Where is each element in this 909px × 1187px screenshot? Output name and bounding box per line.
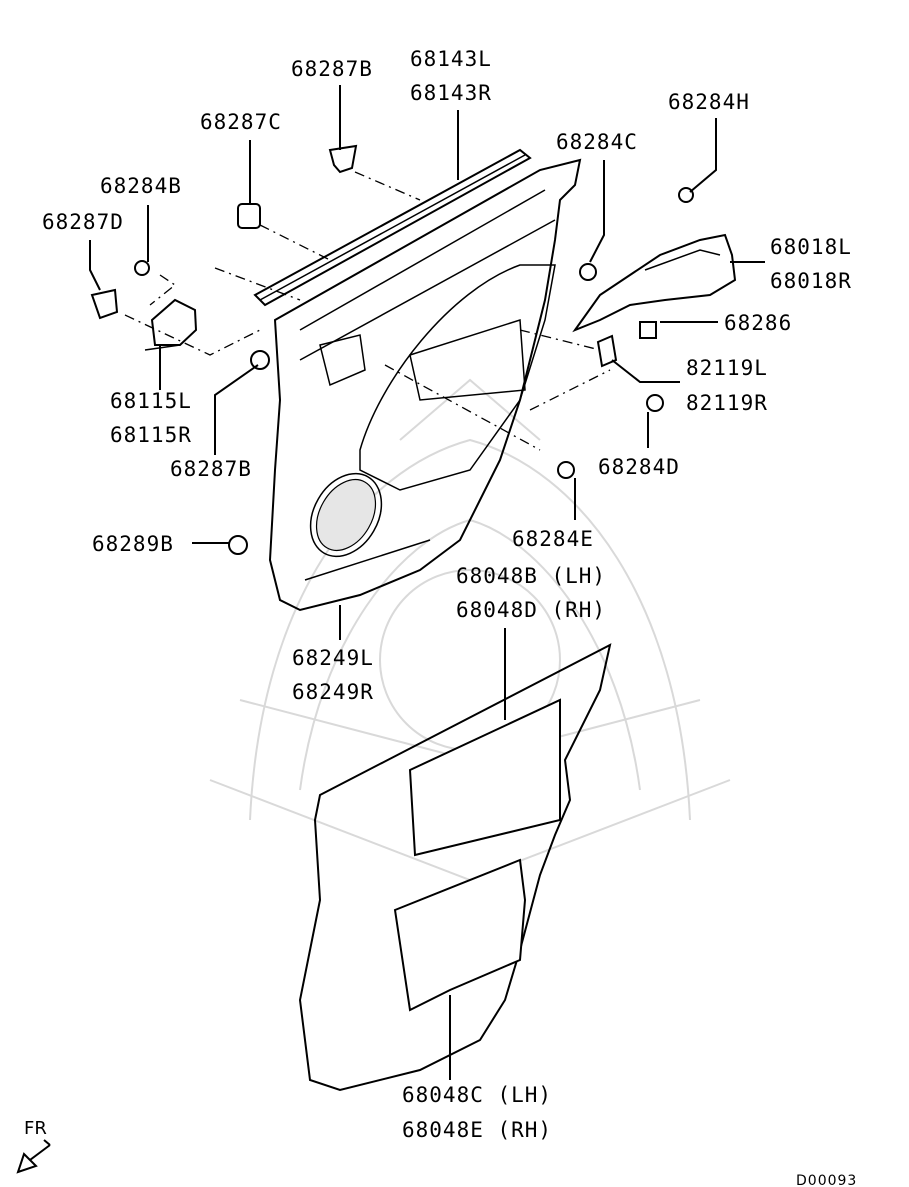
door-inner-sheet <box>298 643 612 1092</box>
label-68249R: 68249R <box>292 680 374 704</box>
front-direction-indicator: FR <box>16 1118 51 1174</box>
label-68284E: 68284E <box>512 527 594 551</box>
front-arrow-icon <box>16 1139 51 1174</box>
part-number-labels: 68143L 68143R 68287B 68287C 68284H 68284… <box>42 47 852 1142</box>
label-82119R: 82119R <box>686 391 768 415</box>
label-68287B-bottom: 68287B <box>170 457 252 481</box>
assembly-centerlines <box>124 171 611 451</box>
label-68284H: 68284H <box>668 90 750 114</box>
leader-lines <box>89 85 765 1080</box>
label-68287C: 68287C <box>200 110 282 134</box>
label-68018L: 68018L <box>770 235 852 259</box>
label-68018R: 68018R <box>770 269 852 293</box>
label-68143R: 68143R <box>410 81 492 105</box>
label-68143L: 68143L <box>410 47 492 71</box>
label-68287B-top: 68287B <box>291 57 373 81</box>
label-68287D: 68287D <box>42 210 124 234</box>
label-68048E: 68048E (RH) <box>402 1118 552 1142</box>
fr-label: FR <box>24 1118 47 1139</box>
label-68284D: 68284D <box>598 455 680 479</box>
label-68286: 68286 <box>724 311 792 335</box>
label-68249L: 68249L <box>292 646 374 670</box>
label-68284C: 68284C <box>556 130 638 154</box>
diagram-code: D00093 <box>796 1173 857 1187</box>
label-68289B: 68289B <box>92 532 174 556</box>
label-68048C: 68048C (LH) <box>402 1083 552 1107</box>
label-82119L: 82119L <box>686 356 768 380</box>
weatherstrip <box>253 148 532 307</box>
armrest <box>572 233 737 333</box>
inner-handle <box>144 298 198 351</box>
label-68284B: 68284B <box>100 174 182 198</box>
label-68115R: 68115R <box>110 423 192 447</box>
label-68048B: 68048B (LH) <box>456 564 606 588</box>
label-68115L: 68115L <box>110 389 192 413</box>
label-68048D: 68048D (RH) <box>456 598 606 622</box>
door-trim-panel <box>268 158 582 612</box>
fasteners <box>90 144 694 555</box>
